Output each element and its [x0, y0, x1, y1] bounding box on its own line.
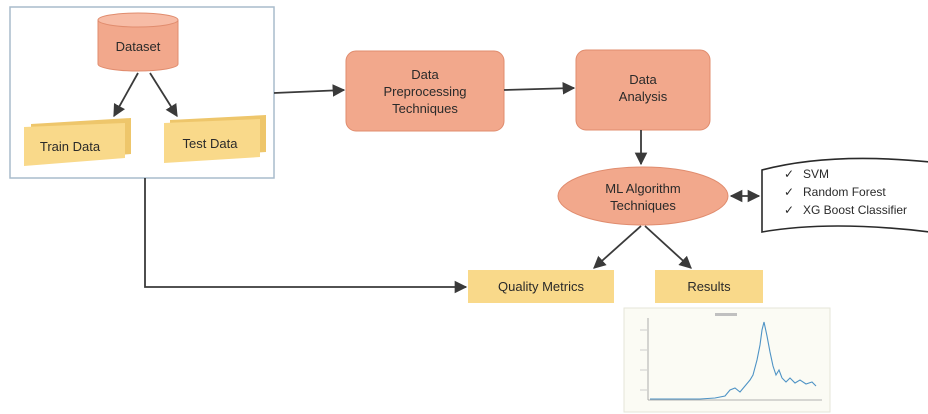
- train-data-label: Train Data: [40, 139, 101, 154]
- analysis-box: Data Analysis: [575, 49, 711, 131]
- analysis-line-1: Data: [629, 72, 657, 87]
- ml-algorithm-ellipse: ML Algorithm Techniques: [557, 166, 729, 226]
- analysis-line-2: Analysis: [619, 89, 668, 104]
- arrow-dataset-to-train: [113, 72, 139, 118]
- check-icon: ✓: [784, 167, 794, 181]
- preprocessing-box: Data Preprocessing Techniques: [345, 50, 505, 132]
- results-label: Results: [687, 279, 731, 294]
- dataset-label: Dataset: [116, 39, 161, 54]
- test-data-label: Test Data: [183, 136, 239, 151]
- algorithm-random-forest: Random Forest: [803, 185, 886, 199]
- ml-line-1: ML Algorithm: [605, 181, 680, 196]
- algorithm-svm: SVM: [803, 167, 829, 181]
- check-icon: ✓: [784, 185, 794, 199]
- dataset-cylinder: Dataset: [97, 12, 179, 72]
- preprocessing-line-3: Techniques: [392, 101, 458, 116]
- thumbnail-series-line: [650, 321, 817, 400]
- algorithm-xgboost: XG Boost Classifier: [803, 203, 907, 217]
- arrow-dataset-to-preprocessing: [273, 84, 346, 97]
- algorithms-callout: ✓ SVM ✓ Random Forest ✓ XG Boost Classif…: [761, 157, 928, 233]
- results-box: Results: [655, 270, 763, 303]
- thumbnail-y-ticks: [640, 329, 647, 391]
- test-data-box: Test Data: [164, 115, 266, 163]
- arrow-preprocessing-to-analysis: [503, 82, 576, 95]
- arrow-ml-to-quality: [593, 225, 642, 269]
- results-thumbnail-chart: [623, 307, 831, 413]
- check-icon: ✓: [784, 203, 794, 217]
- ml-line-2: Techniques: [610, 198, 676, 213]
- preprocessing-line-1: Data: [411, 67, 439, 82]
- quality-metrics-label: Quality Metrics: [498, 279, 584, 294]
- arrow-train-to-quality: [144, 178, 468, 294]
- quality-metrics-box: Quality Metrics: [468, 270, 614, 303]
- thumbnail-title-mark: [715, 313, 737, 316]
- preprocessing-line-2: Preprocessing: [383, 84, 466, 99]
- arrow-ml-to-results: [644, 225, 692, 269]
- train-data-box: Train Data: [24, 118, 131, 166]
- arrow-dataset-to-test: [149, 72, 178, 118]
